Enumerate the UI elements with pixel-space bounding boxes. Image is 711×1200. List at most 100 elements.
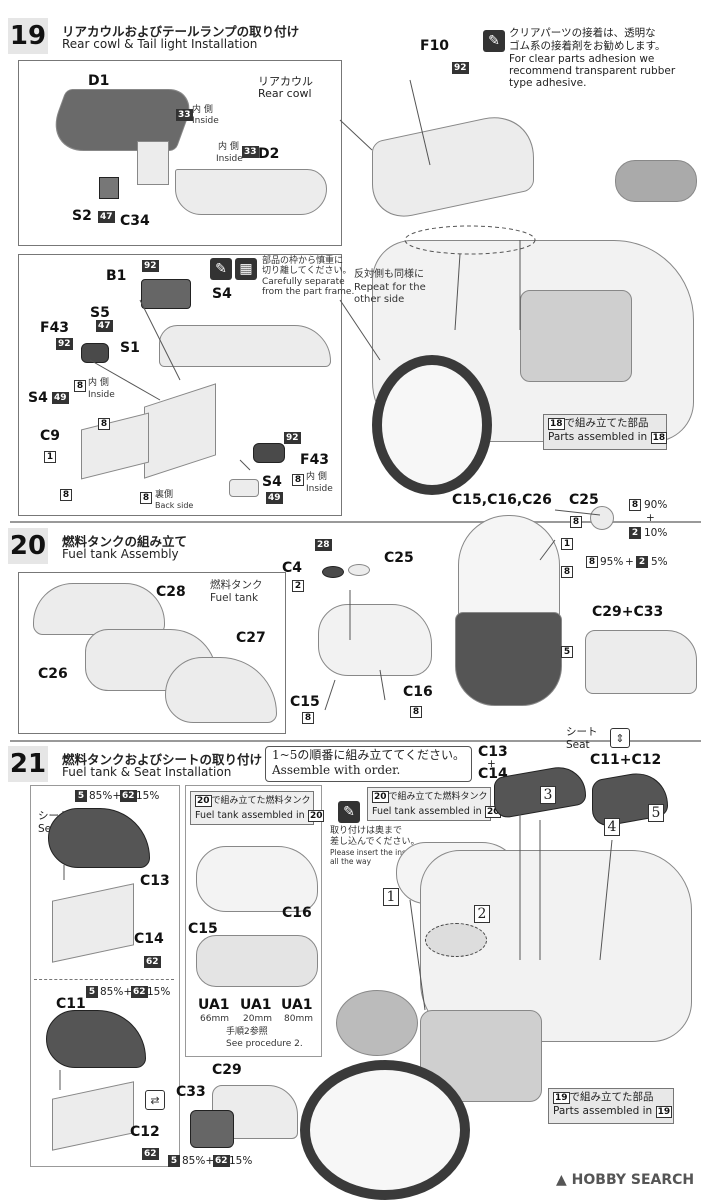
mix-plus: + [646, 512, 655, 524]
headlights-21 [336, 990, 418, 1056]
c34-part-shape [137, 141, 169, 185]
watermark-icon: ▲ [556, 1172, 567, 1188]
c28-shape [33, 583, 165, 635]
label-C27: C27 [236, 630, 266, 646]
label-S4-b: S4 [28, 390, 48, 406]
step-21-title-jp: 燃料タンクおよびシートの取り付け [62, 752, 263, 767]
fuel-tank-20-jp-b: で組み立てた燃料タンク [388, 792, 488, 802]
label-B1: B1 [106, 268, 127, 284]
label-C13-plus: + [487, 758, 496, 770]
ua1-80: 80mm [284, 1014, 313, 1024]
code-33-a: 33 [176, 109, 193, 121]
label-C4: C4 [282, 560, 303, 576]
s2-part-shape [99, 177, 119, 199]
clear-note-en-3: type adhesive. [509, 77, 587, 89]
order-note-jp: 1~5の順番に組み立ててください。 [272, 748, 465, 762]
engine-19 [520, 290, 632, 382]
order-1: 1 [383, 888, 399, 906]
ua1-66: 66mm [200, 1014, 229, 1024]
glue-ellipse-21 [425, 923, 487, 957]
inside-jp-d: 内 側 [306, 472, 327, 482]
label-F43-a: F43 [40, 320, 70, 336]
separator-20-21 [10, 740, 701, 742]
fuel-tank-installed-subbox [185, 785, 322, 1057]
code-92-b1: 92 [142, 260, 159, 272]
code-5-seat-a: 5 [75, 790, 87, 802]
rear-cowl-jp: リアカウル [258, 75, 313, 88]
fender-shape [159, 325, 331, 367]
code-62-c12: 62 [142, 1148, 159, 1160]
clear-note-jp-2: ゴム系の接着剤をお勧めします。 [509, 40, 666, 52]
label-D1: D1 [88, 73, 110, 89]
label-C16-21: C16 [282, 905, 312, 921]
inside-jp-b: 内 側 [218, 142, 239, 152]
code-47-b: 47 [96, 320, 113, 332]
code-5-c33: 5 [168, 1155, 180, 1167]
c25-detail-shape [590, 506, 614, 530]
code-49-a: 49 [52, 392, 69, 404]
label-D2: D2 [258, 146, 280, 162]
code-8-c15: 8 [302, 712, 314, 724]
label-C34: C34 [120, 213, 150, 229]
d2-cowl-shape [175, 169, 327, 215]
mix-seat-a: 85%+ [89, 790, 122, 802]
c25-cap-shape [348, 564, 370, 576]
label-C16-20: C16 [403, 684, 433, 700]
fuel-tank-21-shape [196, 846, 318, 912]
inside-en-d: Inside [306, 484, 333, 494]
mix-90: 90% [644, 499, 668, 511]
clear-note-en-1: For clear parts adhesion we [509, 53, 655, 65]
s4-lens-shape [229, 479, 259, 497]
fuel-tank-en: Fuel tank [210, 592, 259, 604]
label-S2: S2 [72, 208, 92, 224]
insert-en-2: all the way [330, 857, 372, 866]
insert-jp-1: 取り付けは奥まで [330, 826, 403, 836]
repeat-en-1: Repeat for the [354, 282, 426, 293]
frame-21-small [196, 935, 318, 987]
order-4: 4 [604, 818, 620, 836]
code-92-f43: 92 [56, 338, 73, 350]
label-S4-c: S4 [262, 474, 282, 490]
mix-5: 5% [651, 556, 668, 568]
label-C33: C33 [176, 1084, 206, 1100]
mix-plus-2: + [625, 556, 634, 568]
label-C13: C13 [140, 873, 170, 889]
ref-20-jp: 20 [195, 795, 212, 807]
code-8-inside-d: 8 [292, 474, 304, 486]
ref-20-en: 20 [307, 810, 325, 822]
order-5: 5 [648, 804, 664, 822]
label-C25-b: C25 [569, 492, 599, 508]
label-C15-21: C15 [188, 921, 218, 937]
mix-10: 10% [644, 527, 668, 539]
rear-cowl-subbox [18, 60, 342, 246]
inside-jp-c: 内 側 [88, 378, 109, 388]
code-8-mix2: 8 [586, 556, 598, 568]
mix-seat-b: 85%+ [100, 986, 133, 998]
insert-jp-2: 差し込んでください。 [330, 837, 420, 847]
code-28: 28 [315, 539, 332, 551]
hobby-search-watermark: ▲ HOBBY SEARCH [556, 1172, 694, 1188]
fuel-tank-20-en-b: Fuel tank assembled in [372, 806, 482, 817]
seat-divider [34, 979, 174, 980]
code-1-c9: 1 [44, 451, 56, 463]
clear-note-en-2: recommend transparent rubber [509, 65, 676, 77]
careful-knife-icon: ✎ [210, 258, 232, 280]
code-33-b: 33 [242, 146, 259, 158]
label-F43-b: F43 [300, 452, 330, 468]
arrow-swap-icon: ⇄ [145, 1090, 165, 1110]
label-C29-C33: C29+C33 [592, 604, 664, 620]
arrow-updown-icon: ⇕ [610, 728, 630, 748]
mix-c33: 85%+ [182, 1155, 215, 1167]
step-21-number: 21 [8, 746, 48, 782]
step-19-title-en: Rear cowl & Tail light Installation [62, 37, 258, 51]
parts-18-jp: で組み立てた部品 [564, 417, 649, 429]
label-C29: C29 [212, 1062, 242, 1078]
order-3: 3 [540, 786, 556, 804]
separator-19-20 [10, 521, 701, 523]
code-5-tank: 5 [561, 646, 573, 658]
label-C15-C16-C26: C15,C16,C26 [452, 492, 552, 508]
seat-base-topview [455, 612, 562, 706]
